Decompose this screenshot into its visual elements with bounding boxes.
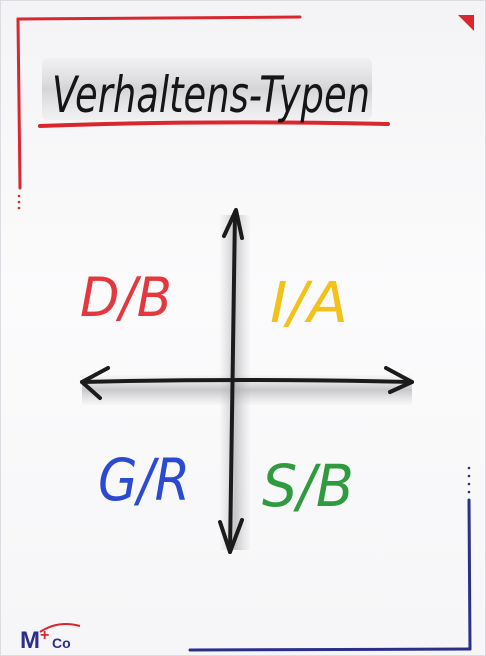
title-underline xyxy=(38,120,390,128)
title-highlight xyxy=(42,58,372,120)
arrow-left-icon xyxy=(80,366,110,400)
logo-m: M xyxy=(20,627,40,654)
page-title: Verhaltens-Typen xyxy=(52,66,370,124)
logo-co: Co xyxy=(52,635,71,651)
quadrant-label-bottom-left: G/R xyxy=(98,446,190,514)
corner-triangle-icon xyxy=(458,15,474,31)
red-corner-frame xyxy=(16,15,302,210)
arrow-down-icon xyxy=(218,518,244,554)
blue-corner-frame xyxy=(188,466,472,652)
arrow-up-icon xyxy=(222,208,244,240)
quadrant-label-top-left: D/B xyxy=(80,266,172,329)
company-logo: M + Co xyxy=(20,623,81,654)
quadrant-label-bottom-right: S/B xyxy=(262,452,354,520)
logo-plus: + xyxy=(40,627,49,644)
quadrant-label-top-right: I/A xyxy=(270,271,348,336)
logo-swoosh-icon xyxy=(39,623,81,633)
horizontal-axis xyxy=(80,366,414,400)
arrow-right-icon xyxy=(384,366,414,394)
